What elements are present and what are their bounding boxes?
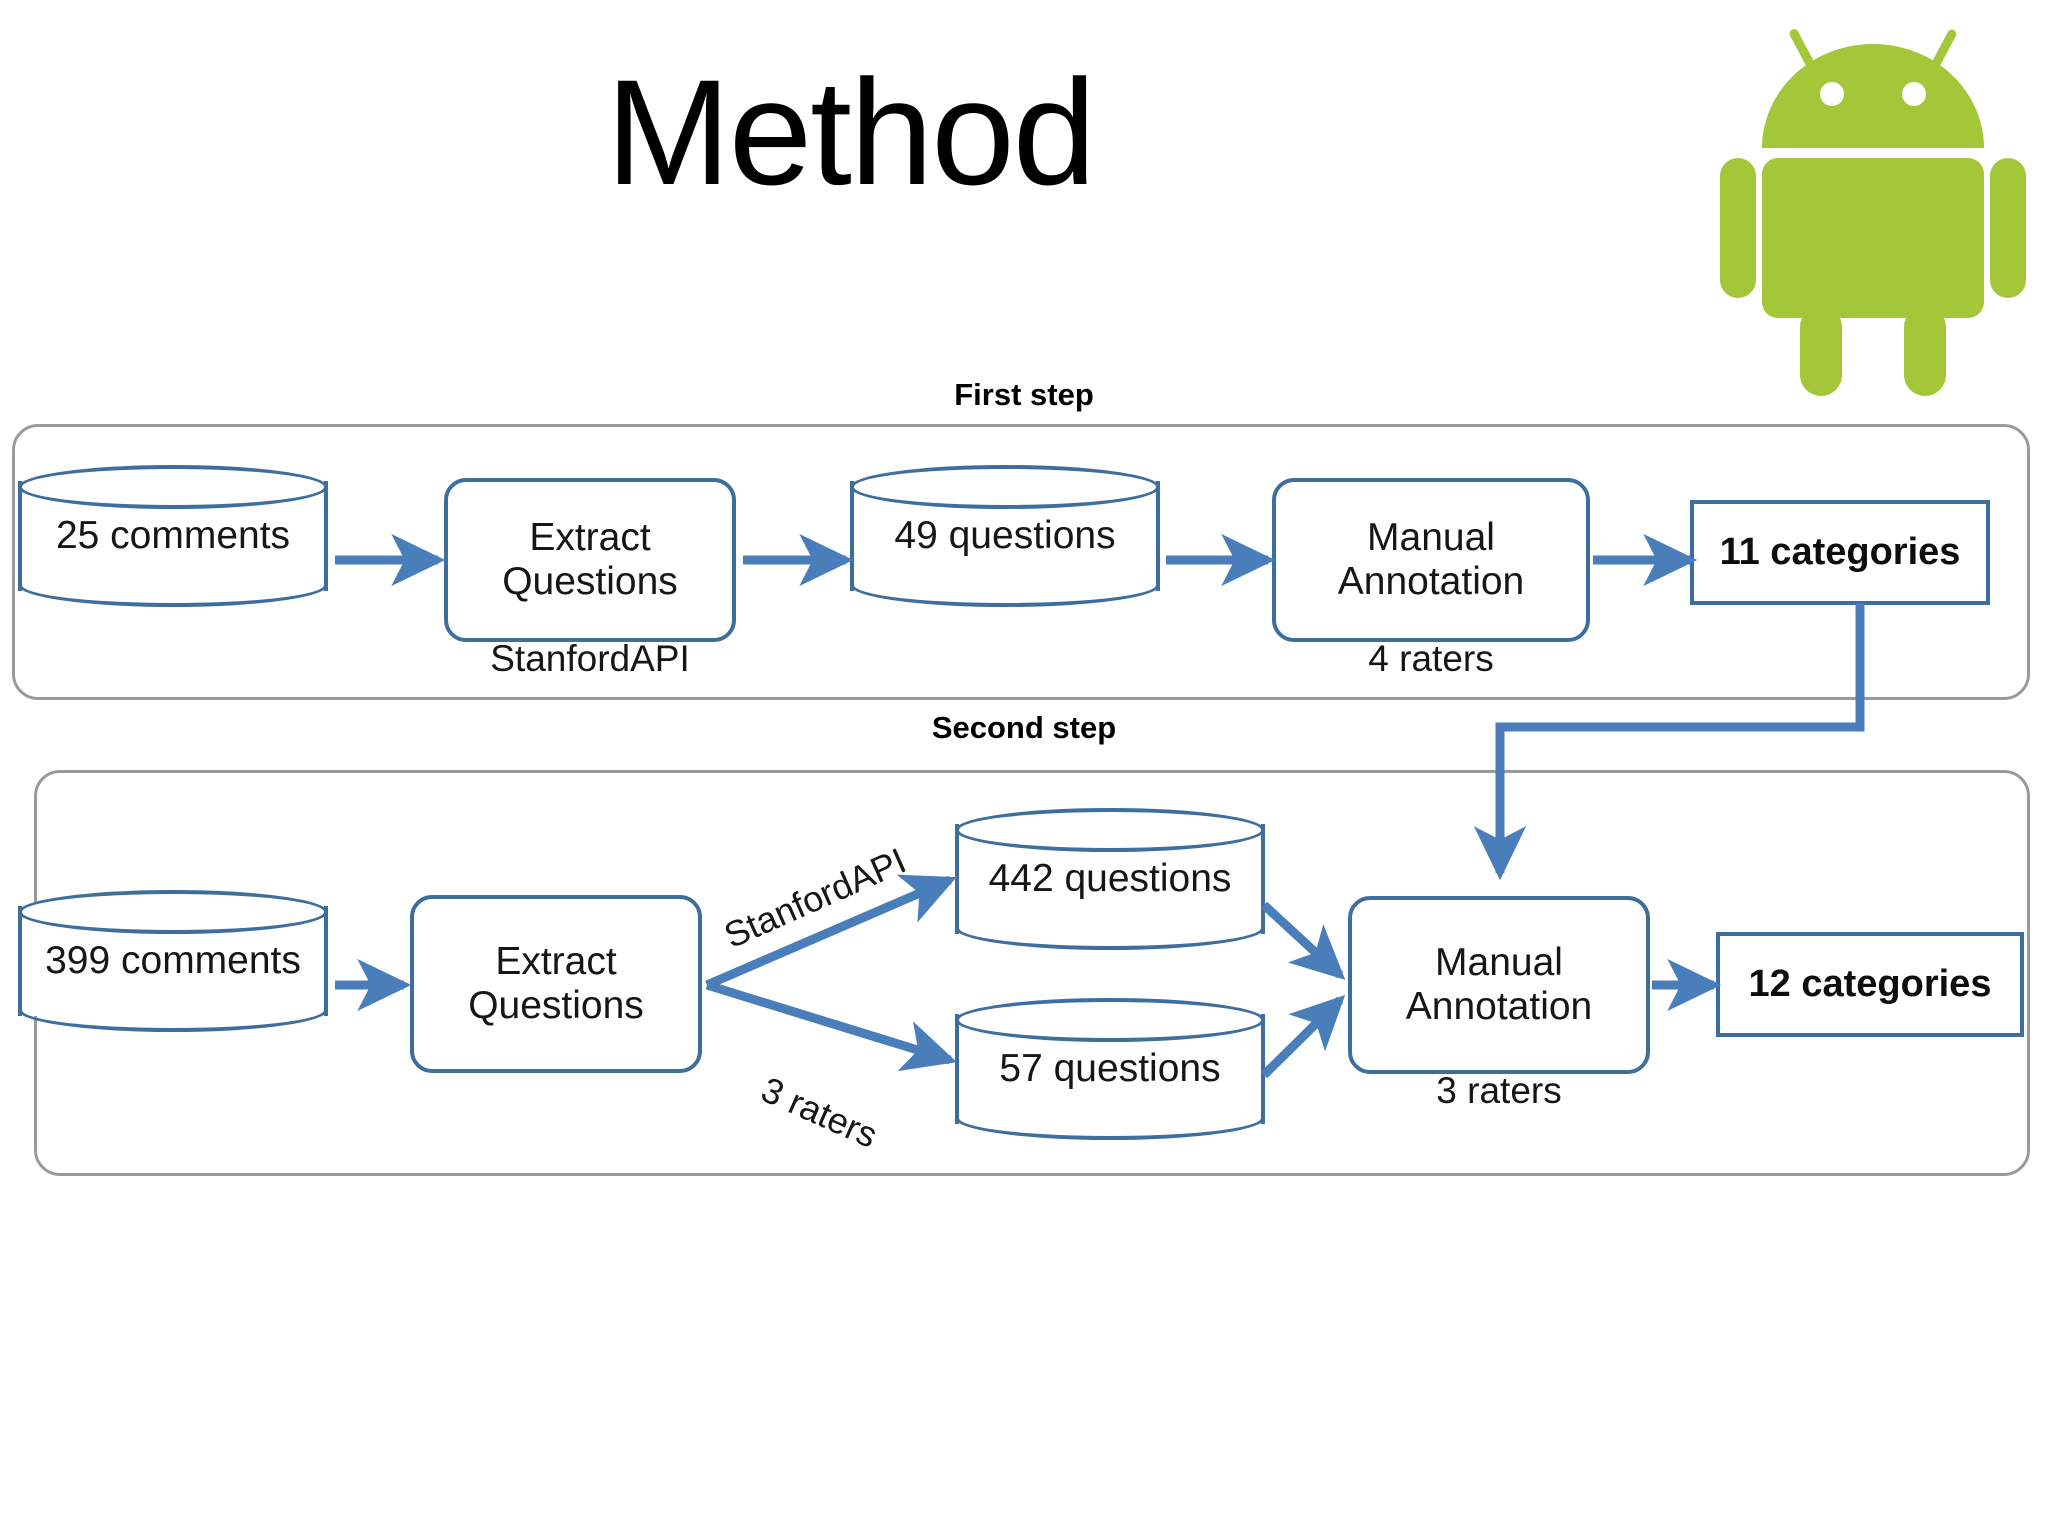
node-label: 399 comments — [45, 939, 301, 982]
node-label: 57 questions — [999, 1047, 1221, 1090]
caption-4-raters: 4 raters — [1368, 638, 1494, 679]
cylinder-top — [955, 998, 1265, 1042]
node-12-categories[interactable]: 12 categories — [1716, 932, 2024, 1037]
node-label-line-2: Questions — [502, 560, 678, 603]
second-step-title: Second step — [931, 710, 1117, 745]
node-49-questions[interactable]: 49 questions — [850, 465, 1160, 607]
node-manual-annotation-first[interactable]: Manual Annotation — [1272, 478, 1590, 642]
node-25-comments[interactable]: 25 comments — [18, 465, 328, 607]
first-step-group — [12, 424, 2030, 700]
node-label-line-2: Annotation — [1405, 985, 1593, 1028]
node-label-line-1: Extract — [495, 940, 617, 984]
node-label-line-2: Annotation — [1337, 560, 1525, 603]
node-label: 25 comments — [55, 514, 291, 557]
node-label-line-1: Extract — [529, 516, 651, 560]
node-label-line-1: Manual — [1435, 941, 1563, 985]
page-title: Method — [605, 48, 1096, 216]
node-manual-annotation-second[interactable]: Manual Annotation — [1348, 896, 1650, 1074]
cylinder-top — [18, 465, 328, 509]
node-399-comments[interactable]: 399 comments — [18, 890, 328, 1032]
node-extract-questions-first[interactable]: Extract Questions — [444, 478, 736, 642]
cylinder-top — [18, 890, 328, 934]
cylinder-top — [955, 808, 1265, 852]
node-11-categories[interactable]: 11 categories — [1690, 500, 1990, 605]
node-extract-questions-second[interactable]: Extract Questions — [410, 895, 702, 1073]
caption-stanfordapi-first: StanfordAPI — [490, 638, 690, 679]
node-label: 442 questions — [988, 857, 1232, 900]
node-442-questions[interactable]: 442 questions — [955, 808, 1265, 950]
node-label-line-1: Manual — [1367, 516, 1495, 560]
node-57-questions[interactable]: 57 questions — [955, 998, 1265, 1140]
node-label: 49 questions — [894, 514, 1116, 557]
android-robot-icon — [1718, 8, 2028, 398]
first-step-title: First step — [954, 377, 1094, 412]
node-label-line-2: Questions — [468, 984, 644, 1027]
cylinder-top — [850, 465, 1160, 509]
caption-3-raters: 3 raters — [1436, 1070, 1562, 1111]
